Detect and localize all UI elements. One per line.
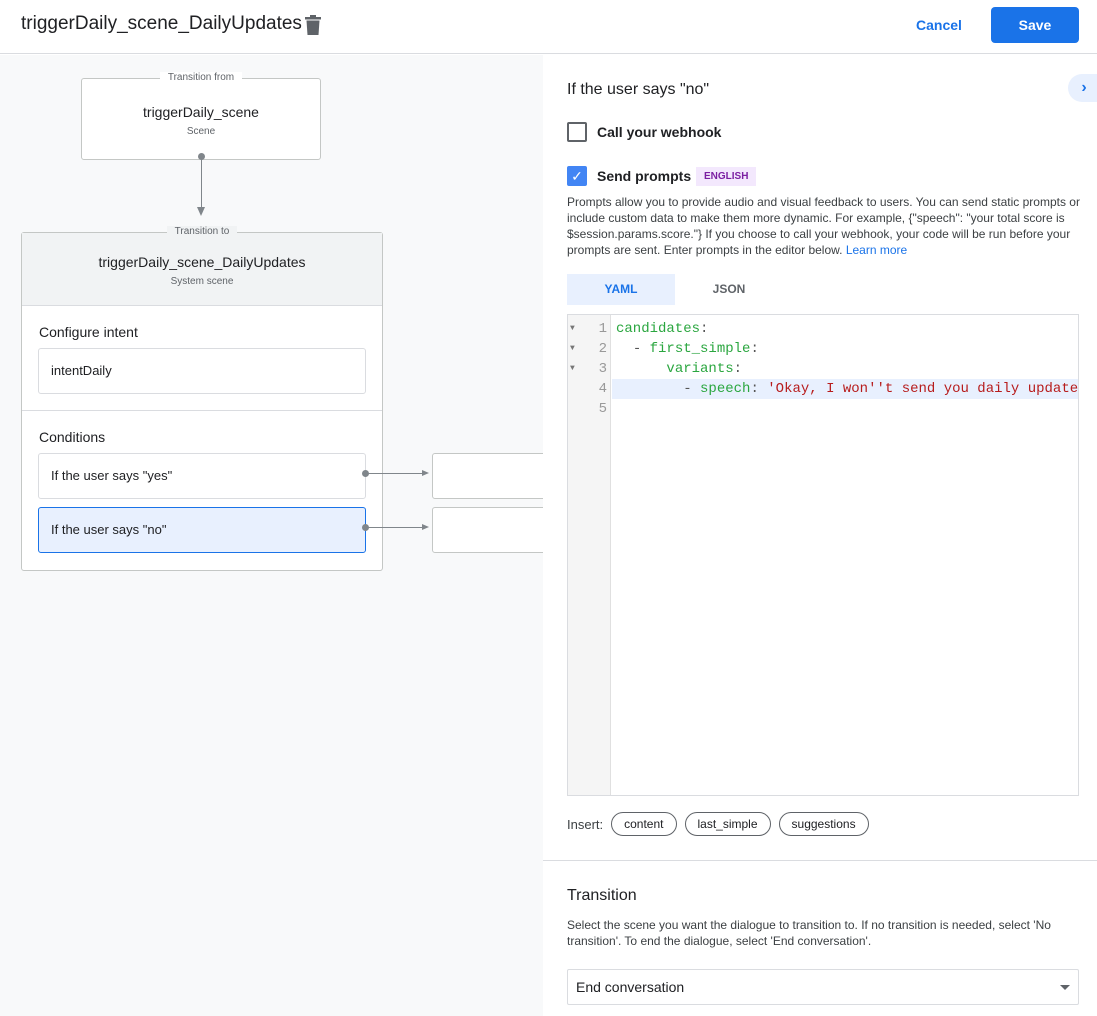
arrow-right-icon <box>422 470 429 476</box>
code-line[interactable]: variants: <box>612 359 1078 379</box>
transition-heading: Transition <box>567 887 637 904</box>
cancel-button[interactable]: Cancel <box>905 8 973 42</box>
line-number-text: 3 <box>598 361 607 377</box>
learn-more-link[interactable]: Learn more <box>845 243 908 257</box>
code-indent <box>616 381 683 397</box>
insert-chip-content[interactable]: content <box>611 812 677 836</box>
code-line[interactable] <box>612 399 1078 419</box>
line-number-text: 5 <box>598 401 607 417</box>
condition-no[interactable]: If the user says "no" <box>38 507 366 553</box>
connector-line <box>366 473 422 474</box>
insert-chip-last-simple[interactable]: last_simple <box>684 812 771 836</box>
code-dash: - <box>632 341 650 357</box>
code-line[interactable]: - first_simple: <box>612 339 1078 359</box>
line-number: ▼1 <box>568 319 611 339</box>
intent-item[interactable]: intentDaily <box>38 348 366 394</box>
insert-row: Insert: content last_simple suggestions <box>567 812 869 836</box>
code-key: first_simple <box>649 341 751 357</box>
insert-label: Insert: <box>567 816 604 832</box>
format-tabs: YAML JSON <box>567 274 783 305</box>
from-scene-type: Scene <box>186 126 216 137</box>
details-panel: If the user says "no" › Call your webhoo… <box>543 55 1097 1016</box>
connector-line <box>366 527 422 528</box>
connector-line <box>201 157 202 207</box>
code-key: candidates <box>616 321 701 337</box>
line-number-text: 1 <box>598 321 607 337</box>
arrow-down-icon <box>197 207 205 216</box>
transition-from-node[interactable]: Transition from triggerDaily_scene Scene <box>81 72 321 160</box>
send-prompts-label: Send prompts <box>597 168 692 184</box>
transition-to-node: Transition to triggerDaily_scene_DailyUp… <box>21 226 383 571</box>
trash-icon[interactable] <box>305 15 321 35</box>
line-number: 4 <box>568 379 611 399</box>
divider <box>543 860 1097 861</box>
code-colon: : <box>750 341 759 357</box>
chevron-right-icon[interactable]: › <box>1068 74 1097 102</box>
tab-json[interactable]: JSON <box>712 282 746 296</box>
conditions-heading: Conditions <box>39 429 106 445</box>
scene-canvas: Transition from triggerDaily_scene Scene… <box>0 55 543 1016</box>
fold-arrow-icon[interactable]: ▼ <box>570 324 575 333</box>
transition-selected-value: End conversation <box>576 979 685 995</box>
condition-yes[interactable]: If the user says "yes" <box>38 453 366 499</box>
code-key: variants <box>666 361 734 377</box>
line-gutter <box>568 315 611 795</box>
code-key: speech <box>700 381 751 397</box>
yes-target-node[interactable] <box>432 453 543 499</box>
transition-to-legend: Transition to <box>166 226 238 237</box>
code-dash: - <box>683 381 701 397</box>
top-bar: triggerDaily_scene_DailyUpdates Cancel S… <box>0 0 1097 54</box>
code-indent <box>616 361 666 377</box>
fold-arrow-icon[interactable]: ▼ <box>570 344 575 353</box>
arrow-right-icon <box>422 524 429 530</box>
description-text: Prompts allow you to provide audio and v… <box>567 195 1080 257</box>
transition-from-legend: Transition from <box>159 72 243 83</box>
language-badge: ENGLISH <box>696 167 757 186</box>
send-prompts-checkbox[interactable]: ✓ <box>567 166 587 186</box>
code-indent <box>616 341 633 357</box>
prompts-description: Prompts allow you to provide audio and v… <box>567 194 1083 258</box>
panel-title: If the user says "no" <box>567 81 710 98</box>
line-number: ▼3 <box>568 359 611 379</box>
page-title: triggerDaily_scene_DailyUpdates <box>21 13 302 34</box>
tab-yaml[interactable]: YAML <box>567 274 675 305</box>
code-value: 'Okay, I won''t send you daily updates.' <box>767 381 1078 397</box>
webhook-checkbox[interactable] <box>567 122 587 142</box>
line-number: 5 <box>568 399 611 419</box>
code-colon: : <box>733 361 743 377</box>
line-number-text: 4 <box>598 381 607 397</box>
divider <box>22 410 382 411</box>
fold-arrow-icon[interactable]: ▼ <box>570 364 575 373</box>
to-scene-type: System scene <box>170 276 234 287</box>
line-number: ▼2 <box>568 339 611 359</box>
dropdown-arrow-icon <box>1060 985 1070 990</box>
configure-intent-heading: Configure intent <box>39 324 138 340</box>
code-colon: : <box>750 381 768 397</box>
from-scene-name: triggerDaily_scene <box>143 104 259 120</box>
to-scene-name: triggerDaily_scene_DailyUpdates <box>98 254 306 270</box>
check-icon: ✓ <box>571 168 583 184</box>
connector-dot <box>362 470 369 477</box>
connector-dot <box>198 153 205 160</box>
insert-chip-suggestions[interactable]: suggestions <box>778 812 869 836</box>
save-button[interactable]: Save <box>991 7 1079 43</box>
transition-description: Select the scene you want the dialogue t… <box>567 918 1051 948</box>
code-line[interactable]: candidates: <box>612 319 1078 339</box>
transition-select[interactable]: End conversation <box>567 969 1079 1005</box>
scene-header[interactable]: Transition to triggerDaily_scene_DailyUp… <box>22 226 382 306</box>
code-line[interactable]: - speech: 'Okay, I won''t send you daily… <box>612 379 1078 399</box>
webhook-label: Call your webhook <box>597 124 722 140</box>
no-target-node[interactable] <box>432 507 543 553</box>
code-colon: : <box>700 321 709 337</box>
connector-dot <box>362 524 369 531</box>
line-number-text: 2 <box>598 341 607 357</box>
